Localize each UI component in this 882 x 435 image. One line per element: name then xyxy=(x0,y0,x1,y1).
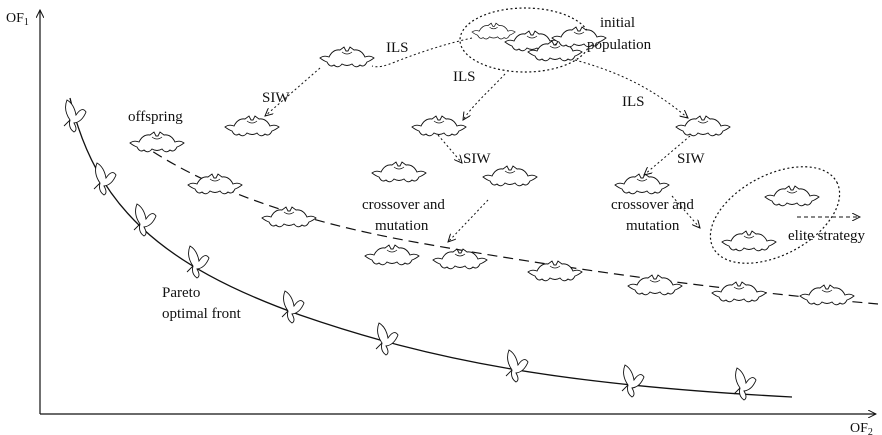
siw-label-middle: SIW xyxy=(463,151,491,167)
initial-population-label-line2: population xyxy=(587,37,652,53)
pareto-front-label-line2: optimal front xyxy=(162,306,242,322)
axes: OF1 OF2 xyxy=(6,10,876,435)
ils-label-middle: ILS xyxy=(453,69,476,85)
crossover-label-middle-line1: crossover and xyxy=(362,197,445,213)
crossover-label-right-line2: mutation xyxy=(626,218,680,234)
initial-population-label-line1: initial xyxy=(600,15,635,31)
initial-population-bats xyxy=(471,22,607,62)
elite-ellipse xyxy=(709,166,841,264)
butterfly-icon xyxy=(375,322,399,356)
crossover-label-right-line1: crossover and xyxy=(611,197,694,213)
bat-icon xyxy=(364,244,420,266)
bat-icon xyxy=(711,281,767,303)
elite-strategy-label: elite strategy xyxy=(788,228,866,244)
ils-arrow-middle xyxy=(463,73,506,120)
bat-icon xyxy=(614,173,670,195)
bat-icon xyxy=(799,284,855,306)
x-axis-label: OF2 xyxy=(850,421,873,435)
siw-arrow-left xyxy=(265,67,321,116)
bat-icon xyxy=(432,248,488,270)
bat-icon xyxy=(411,115,467,137)
ils-arrow-right xyxy=(574,59,688,118)
bat-icon xyxy=(764,185,820,207)
pareto-front-label-line1: Pareto xyxy=(162,285,200,301)
butterfly-icon xyxy=(281,290,305,324)
y-axis-label: OF1 xyxy=(6,11,29,28)
butterfly-icon xyxy=(93,162,117,196)
pareto-front-curve xyxy=(69,97,793,398)
bat-icon xyxy=(482,165,538,187)
ils-label-right: ILS xyxy=(622,94,645,110)
bat-icon xyxy=(675,115,731,137)
bat-icon xyxy=(129,131,185,153)
butterfly-icon xyxy=(63,99,87,133)
bat-icon xyxy=(527,260,583,282)
ils-label-left: ILS xyxy=(386,40,409,56)
crossover-label-middle-line2: mutation xyxy=(375,218,429,234)
butterfly-icon xyxy=(621,364,645,398)
bat-icon xyxy=(261,206,317,228)
bat-icon xyxy=(187,173,243,195)
butterfly-icon xyxy=(133,203,157,237)
offspring-label: offspring xyxy=(128,109,183,125)
bat-icon xyxy=(224,115,280,137)
siw-arrow-right xyxy=(644,135,691,175)
bat-icon xyxy=(371,161,427,183)
labels: initial population ILS SIW offspring ILS… xyxy=(128,15,866,322)
bat-icon xyxy=(721,230,777,252)
population-bats xyxy=(129,46,855,306)
siw-label-right: SIW xyxy=(677,151,705,167)
bat-icon xyxy=(627,274,683,296)
offspring-front-curve xyxy=(139,142,879,305)
crossover-arrow-middle xyxy=(448,199,489,242)
butterfly-icon xyxy=(505,349,529,383)
siw-label-left: SIW xyxy=(262,90,290,106)
siw-arrow-middle xyxy=(437,134,462,163)
bat-icon xyxy=(471,22,516,40)
flow-arrows xyxy=(265,37,860,242)
bat-icon xyxy=(319,46,375,68)
